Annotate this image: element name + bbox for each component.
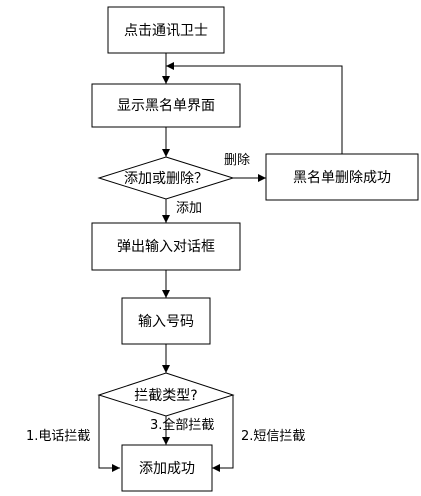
node-input-dialog: 弹出输入对话框 [91,222,241,271]
edge-label-add: 添加 [176,201,202,216]
edge-label-call-block: 1.电话拦截 [26,429,90,444]
edge-label-sms-block: 2.短信拦截 [241,429,305,444]
node-start: 点击通讯卫士 [107,6,225,54]
node-add-or-delete: 添加或删除？ [97,156,235,200]
node-start-label: 点击通讯卫士 [124,23,208,39]
node-show-blacklist-label: 显示黑名单界面 [117,98,215,114]
edge-blocktype-sms [212,395,234,472]
node-delete-success-label: 黑名单删除成功 [293,170,391,186]
edge-label-delete: 删除 [224,153,250,168]
node-add-success-label: 添加成功 [139,461,195,477]
node-input-number-label: 输入号码 [138,314,194,330]
node-show-blacklist: 显示黑名单界面 [91,83,241,128]
node-input-number: 输入号码 [121,297,211,345]
edge-label-all-block: 3.全部拦截 [150,417,214,433]
node-block-type-label: 拦截类型? [134,388,197,404]
node-delete-success: 黑名单删除成功 [265,153,419,201]
node-add-success: 添加成功 [121,444,213,492]
edge-blocktype-call [98,395,120,472]
edge-delete-loop-back [166,62,343,154]
node-add-or-delete-label: 添加或删除？ [124,171,208,187]
node-input-dialog-label: 弹出输入对话框 [117,239,215,255]
node-block-type: 拦截类型? [97,372,235,417]
